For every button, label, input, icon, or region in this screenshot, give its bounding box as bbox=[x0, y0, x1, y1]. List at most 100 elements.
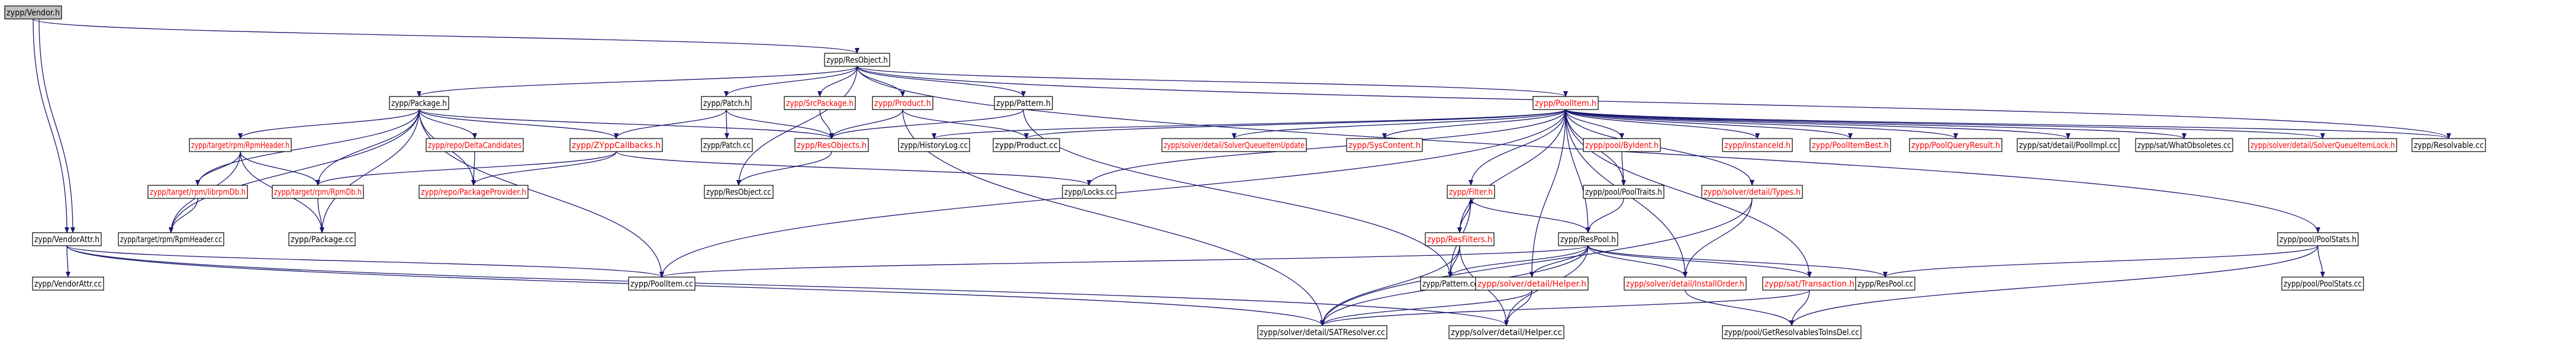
node-syscontent-h[interactable]: zypp/SysContent.h bbox=[1346, 138, 1423, 152]
edge-poolitem-h-to-byident-h bbox=[1565, 109, 1624, 139]
edge-patch-h-to-zyppcallbacks-h bbox=[614, 109, 727, 139]
node-label: zypp/target/rpm/RpmHeader.cc bbox=[120, 235, 222, 245]
node-respool-h[interactable]: zypp/ResPool.h bbox=[1558, 232, 1618, 246]
node-label: zypp/VendorAttr.h bbox=[34, 235, 99, 245]
node-sqil-h[interactable]: zypp/solver/detail/SolverQueueItemLock.h bbox=[2248, 138, 2397, 152]
node-respool-cc[interactable]: zypp/ResPool.cc bbox=[1855, 277, 1915, 291]
node-label: zypp/solver/detail/SolverQueueItemLock.h bbox=[2250, 141, 2395, 150]
node-byident-h[interactable]: zypp/pool/ByIdent.h bbox=[1583, 138, 1661, 152]
node-poolstats-cc[interactable]: zypp/pool/PoolStats.cc bbox=[2281, 277, 2364, 291]
edge-package-h-to-resobjects-h bbox=[418, 109, 834, 139]
node-box bbox=[1062, 185, 1116, 199]
node-label: zypp/target/rpm/RpmHeader.h bbox=[191, 141, 289, 150]
node-label: zypp/solver/detail/InstallOrder.h bbox=[1626, 279, 1744, 289]
edge-poolitem-h-to-locks-cc bbox=[1087, 109, 1566, 186]
node-helper-h[interactable]: zypp/solver/detail/Helper.h bbox=[1475, 277, 1589, 291]
node-resfilters-h[interactable]: zypp/ResFilters.h bbox=[1425, 232, 1495, 246]
node-poolstats-h[interactable]: zypp/pool/PoolStats.h bbox=[2277, 232, 2359, 246]
edge-vendorattr-h-to-vendorattr-cc bbox=[65, 245, 70, 278]
node-label: zypp/pool/PoolStats.h bbox=[2279, 235, 2356, 245]
node-srcpackage-h[interactable]: zypp/SrcPackage.h bbox=[784, 96, 856, 110]
node-pattern-h[interactable]: zypp/Pattern.h bbox=[994, 96, 1053, 110]
node-rpmheader-cc[interactable]: zypp/target/rpm/RpmHeader.cc bbox=[118, 232, 224, 246]
node-box bbox=[784, 96, 856, 110]
edge-poolitem-h-to-filter-h bbox=[1469, 109, 1566, 186]
node-poolqueryresult-h[interactable]: zypp/PoolQueryResult.h bbox=[1909, 138, 2002, 152]
node-label: zypp/Vendor.h bbox=[7, 8, 60, 18]
node-poolimpl-cc[interactable]: zypp/sat/detail/PoolImpl.cc bbox=[2017, 138, 2120, 152]
node-resobject-cc[interactable]: zypp/ResObject.cc bbox=[704, 185, 774, 199]
node-label: zypp/pool/PoolStats.cc bbox=[2284, 279, 2362, 289]
node-box bbox=[1855, 277, 1915, 291]
node-pattern-cc[interactable]: zypp/Pattern.cc bbox=[1420, 277, 1480, 291]
node-types-h[interactable]: zypp/solver/detail/Types.h bbox=[1701, 185, 1803, 199]
node-package-cc[interactable]: zypp/Package.cc bbox=[288, 232, 356, 246]
node-patch-h[interactable]: zypp/Patch.h bbox=[701, 96, 752, 110]
edge-resobjects-h-to-resobject-cc bbox=[736, 151, 832, 186]
node-locks-cc[interactable]: zypp/Locks.cc bbox=[1062, 185, 1116, 199]
node-product-cc[interactable]: zypp/Product.cc bbox=[993, 138, 1060, 152]
node-resobjects-h[interactable]: zypp/ResObjects.h bbox=[794, 138, 869, 152]
node-resolvable-cc[interactable]: zypp/Resolvable.cc bbox=[2411, 138, 2486, 152]
node-product-h[interactable]: zypp/Product.h bbox=[872, 96, 933, 110]
node-whatobsoletes-cc[interactable]: zypp/sat/WhatObsoletes.cc bbox=[2135, 138, 2233, 152]
node-pooltraits-h[interactable]: zypp/pool/PoolTraits.h bbox=[1583, 185, 1664, 199]
node-instanceid-h[interactable]: zypp/InstanceId.h bbox=[1722, 138, 1793, 152]
node-box bbox=[2135, 138, 2233, 152]
node-sqiu-h[interactable]: zypp/solver/detail/SolverQueueItemUpdate bbox=[1161, 138, 1307, 152]
node-vendor-h[interactable]: zypp/Vendor.h bbox=[4, 5, 62, 20]
node-package-h[interactable]: zypp/Package.h bbox=[389, 96, 449, 110]
node-label: zypp/Package.cc bbox=[291, 235, 353, 245]
node-label: zypp/PoolQueryResult.h bbox=[1911, 141, 2000, 150]
node-vendorattr-h[interactable]: zypp/VendorAttr.h bbox=[32, 232, 102, 246]
node-helper-cc[interactable]: zypp/solver/detail/Helper.cc bbox=[1448, 325, 1564, 339]
node-installorder-h[interactable]: zypp/solver/detail/InstallOrder.h bbox=[1624, 277, 1747, 291]
node-historylog-cc[interactable]: zypp/HistoryLog.cc bbox=[898, 138, 970, 152]
node-librpmdb-h[interactable]: zypp/target/rpm/librpmDb.h bbox=[147, 185, 248, 199]
node-rpmheader-h[interactable]: zypp/target/rpm/RpmHeader.h bbox=[189, 138, 292, 152]
node-getresolvables-cc[interactable]: zypp/pool/GetResolvablesToInsDel.cc bbox=[1722, 325, 1862, 339]
node-filter-h[interactable]: zypp/Filter.h bbox=[1447, 185, 1495, 199]
edge-poolitem-h-to-instanceid-h bbox=[1565, 109, 1760, 139]
node-rpmdb-h[interactable]: zypp/target/rpm/RpmDb.h bbox=[272, 185, 364, 199]
node-box bbox=[1257, 325, 1387, 339]
edge-resobject-h-to-resobject-cc bbox=[736, 66, 858, 186]
edge-vendorattr-h-to-helper-cc bbox=[66, 245, 1509, 326]
node-box bbox=[569, 138, 663, 152]
node-box bbox=[1425, 232, 1495, 246]
node-box bbox=[704, 185, 774, 199]
node-label: zypp/Package.h bbox=[391, 99, 447, 108]
node-label: zypp/SysContent.h bbox=[1348, 141, 1421, 150]
node-datacandidates-h[interactable]: zypp/repo/DeltaCandidates bbox=[426, 138, 524, 152]
node-box bbox=[1447, 185, 1495, 199]
node-resobject-h[interactable]: zypp/ResObject.h bbox=[824, 53, 890, 67]
node-label: zypp/solver/detail/SolverQueueItemUpdate bbox=[1164, 141, 1305, 150]
node-label: zypp/Pattern.h bbox=[996, 99, 1051, 108]
node-box bbox=[872, 96, 933, 110]
edge-vendor-h-to-vendorattr-h bbox=[38, 18, 75, 233]
node-packageprovider-h[interactable]: zypp/repo/PackageProvider.h bbox=[418, 185, 529, 199]
node-label: zypp/ZYppCallbacks.h bbox=[572, 141, 661, 150]
edge-resobject-h-to-poolitem-h bbox=[856, 66, 1568, 97]
node-vendorattr-cc[interactable]: zypp/VendorAttr.cc bbox=[32, 277, 104, 291]
node-box bbox=[1722, 325, 1862, 339]
node-poolitem-h[interactable]: zypp/PoolItem.h bbox=[1532, 96, 1599, 110]
node-box bbox=[2411, 138, 2486, 152]
edge-package-h-to-zyppcallbacks-h bbox=[418, 109, 619, 139]
node-satresolver-cc[interactable]: zypp/solver/detail/SATResolver.cc bbox=[1257, 325, 1387, 339]
edge-product-h-to-resobjects-h bbox=[829, 109, 903, 139]
edge-zyppcallbacks-h-to-packageprovider-h bbox=[471, 151, 617, 186]
edge-poolitem-h-to-resolvable-cc bbox=[1565, 109, 2451, 139]
node-box bbox=[418, 185, 529, 199]
edge-rpmheader-h-to-librpmdb-h bbox=[195, 151, 241, 186]
node-transaction-h[interactable]: zypp/sat/Transaction.h bbox=[1762, 277, 1857, 291]
node-zyppcallbacks-h[interactable]: zypp/ZYppCallbacks.h bbox=[569, 138, 663, 152]
edge-resobject-h-to-srcpackage-h bbox=[817, 66, 858, 97]
node-label: zypp/SrcPackage.h bbox=[786, 99, 854, 108]
node-label: zypp/repo/DeltaCandidates bbox=[428, 141, 521, 150]
node-patch-cc[interactable]: zypp/Patch.cc bbox=[701, 138, 753, 152]
node-poolitembest-h[interactable]: zypp/PoolItemBest.h bbox=[1809, 138, 1891, 152]
node-poolitem-cc[interactable]: zypp/PoolItem.cc bbox=[628, 277, 695, 291]
edge-package-h-to-rpmdb-h bbox=[315, 109, 420, 186]
